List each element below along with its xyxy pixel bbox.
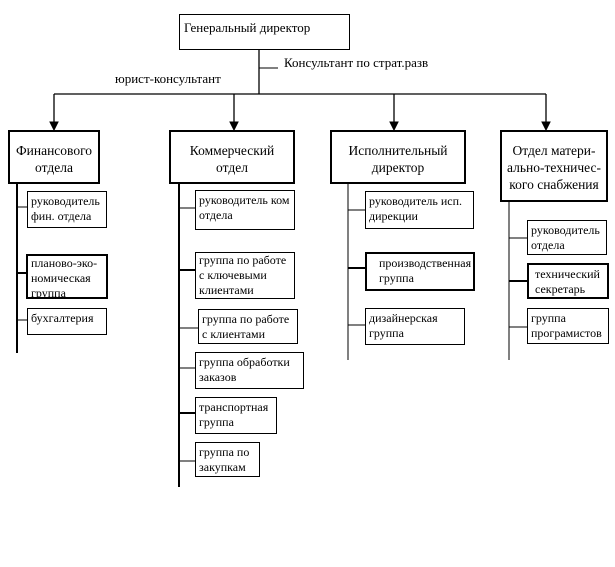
unit-transport-group: транспортная группа <box>195 397 277 434</box>
unit-order-processing-group: группа обработки заказов <box>195 352 304 389</box>
lawyer-consultant-label: юрист-консультант <box>115 71 221 86</box>
unit-technical-secretary: технический секретарь <box>527 263 609 299</box>
department-finance: Финансового отдела <box>8 130 100 184</box>
unit-programmers-group: группа програмистов <box>527 308 609 344</box>
strategy-consultant-label: Консультант по страт.разв <box>284 55 429 70</box>
unit-planning-economic-group: планово-эко- номическая группа <box>26 254 108 299</box>
unit-commercial-head: руководитель ком отдела <box>195 190 295 230</box>
general-director-box: Генеральный директор <box>179 14 350 50</box>
unit-key-clients-group: группа по работе с ключевыми клиентами <box>195 252 295 299</box>
department-executive-director: Исполнительный директор <box>330 130 466 184</box>
unit-accounting: бухгалтерия <box>27 308 107 335</box>
unit-design-group: дизайнерская группа <box>365 308 465 345</box>
unit-procurement-group: группа по закупкам <box>195 442 260 477</box>
department-material-supply: Отдел матери- ально-техничес- кого снабж… <box>500 130 608 202</box>
unit-executive-head: руководитель исп. дирекции <box>365 191 474 229</box>
unit-finance-head: руководитель фин. отдела <box>27 191 107 228</box>
unit-clients-group: группа по работе с клиентами <box>198 309 298 344</box>
department-commercial: Коммерческий отдел <box>169 130 295 184</box>
unit-supply-head: руководитель отдела <box>527 220 607 255</box>
unit-production-group: производственная группа <box>365 252 475 291</box>
